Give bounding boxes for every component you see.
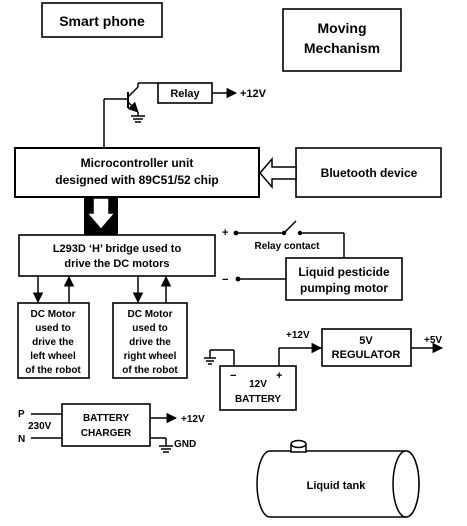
transistor-collector	[127, 86, 139, 98]
motor-left-line-4: left wheel	[30, 351, 76, 362]
wiring	[31, 82, 444, 453]
relay-contact-label: Relay contact	[254, 241, 320, 252]
battery-plus-label: +	[276, 370, 282, 382]
moving-mechanism-box	[282, 8, 402, 72]
mcu-label-1: Microcontroller unit	[81, 156, 194, 170]
charger-output-label: +12V	[181, 414, 205, 425]
motor-right-label: DC Motor used to drive the right wheel o…	[122, 309, 178, 376]
charger-gnd-label: GND	[174, 439, 196, 450]
relay-label: Relay	[170, 88, 200, 100]
regulator-label-2: REGULATOR	[332, 349, 401, 361]
motor-left-line-2: used to	[35, 323, 71, 334]
charger-label-1: BATTERY	[83, 413, 129, 424]
battery-minus-label: −	[230, 370, 236, 382]
charger-box	[61, 403, 151, 447]
battery-label-1: 12V	[249, 379, 267, 390]
liquid-tank-label: Liquid tank	[307, 480, 367, 492]
motor-right-box	[112, 302, 188, 379]
relay-supply-label: +12V	[240, 88, 267, 100]
transistor-emitter	[127, 101, 139, 113]
motor-right-line-3: drive the	[129, 337, 171, 348]
tank-cap	[290, 439, 307, 449]
pump-motor-label-2: pumping motor	[300, 281, 388, 295]
moving-mechanism-label-1: Moving	[318, 20, 367, 36]
bluetooth-to-mcu-arrow	[259, 156, 297, 190]
motor-right-line-5: of the robot	[122, 365, 178, 376]
motor-right-line-1: DC Motor	[128, 309, 173, 320]
pump-motor-label-1: Liquid pesticide	[298, 265, 390, 279]
motor-right-line-4: right wheel	[124, 351, 177, 362]
regulator-output-label: +5V	[424, 335, 442, 346]
relay-plus-label: +	[222, 227, 228, 239]
tank-end-cap	[392, 450, 420, 518]
bluetooth-label: Bluetooth device	[321, 166, 418, 180]
motor-right-line-2: used to	[132, 323, 168, 334]
relay-plus-terminal	[233, 230, 239, 236]
mains-p-label: P	[18, 409, 25, 420]
battery-output-label: +12V	[286, 330, 310, 341]
relay-minus-label: −	[222, 274, 228, 286]
switch-terminal-left	[281, 230, 287, 236]
switch-terminal-right	[297, 230, 303, 236]
relay-contact-switch	[283, 220, 297, 234]
relay-minus-terminal	[235, 276, 241, 282]
mains-n-label: N	[18, 434, 25, 445]
motor-left-box	[17, 302, 90, 379]
motor-left-line-5: of the robot	[25, 365, 81, 376]
battery-label-2: BATTERY	[235, 394, 281, 405]
motor-left-label: DC Motor used to drive the left wheel of…	[25, 309, 81, 376]
moving-mechanism-label-2: Mechanism	[304, 40, 380, 56]
charger-label-2: CHARGER	[81, 428, 132, 439]
regulator-label-1: 5V	[359, 335, 373, 347]
battery-box	[219, 365, 297, 411]
mcu-to-hbridge-arrow	[88, 198, 114, 229]
smart-phone-label: Smart phone	[59, 13, 145, 29]
mcu-label-2: designed with 89C51/52 chip	[55, 173, 218, 187]
hbridge-label-2: drive the DC motors	[64, 258, 169, 270]
relay-terminals	[233, 230, 303, 282]
motor-left-line-1: DC Motor	[31, 309, 76, 320]
mcu-box	[14, 147, 260, 198]
hbridge-label-1: L293D ‘H’ bridge used to	[53, 243, 182, 255]
liquid-tank	[256, 439, 420, 518]
smart-phone-box	[41, 2, 163, 38]
motor-left-line-3: drive the	[32, 337, 74, 348]
mains-voltage-label: 230V	[28, 421, 52, 432]
